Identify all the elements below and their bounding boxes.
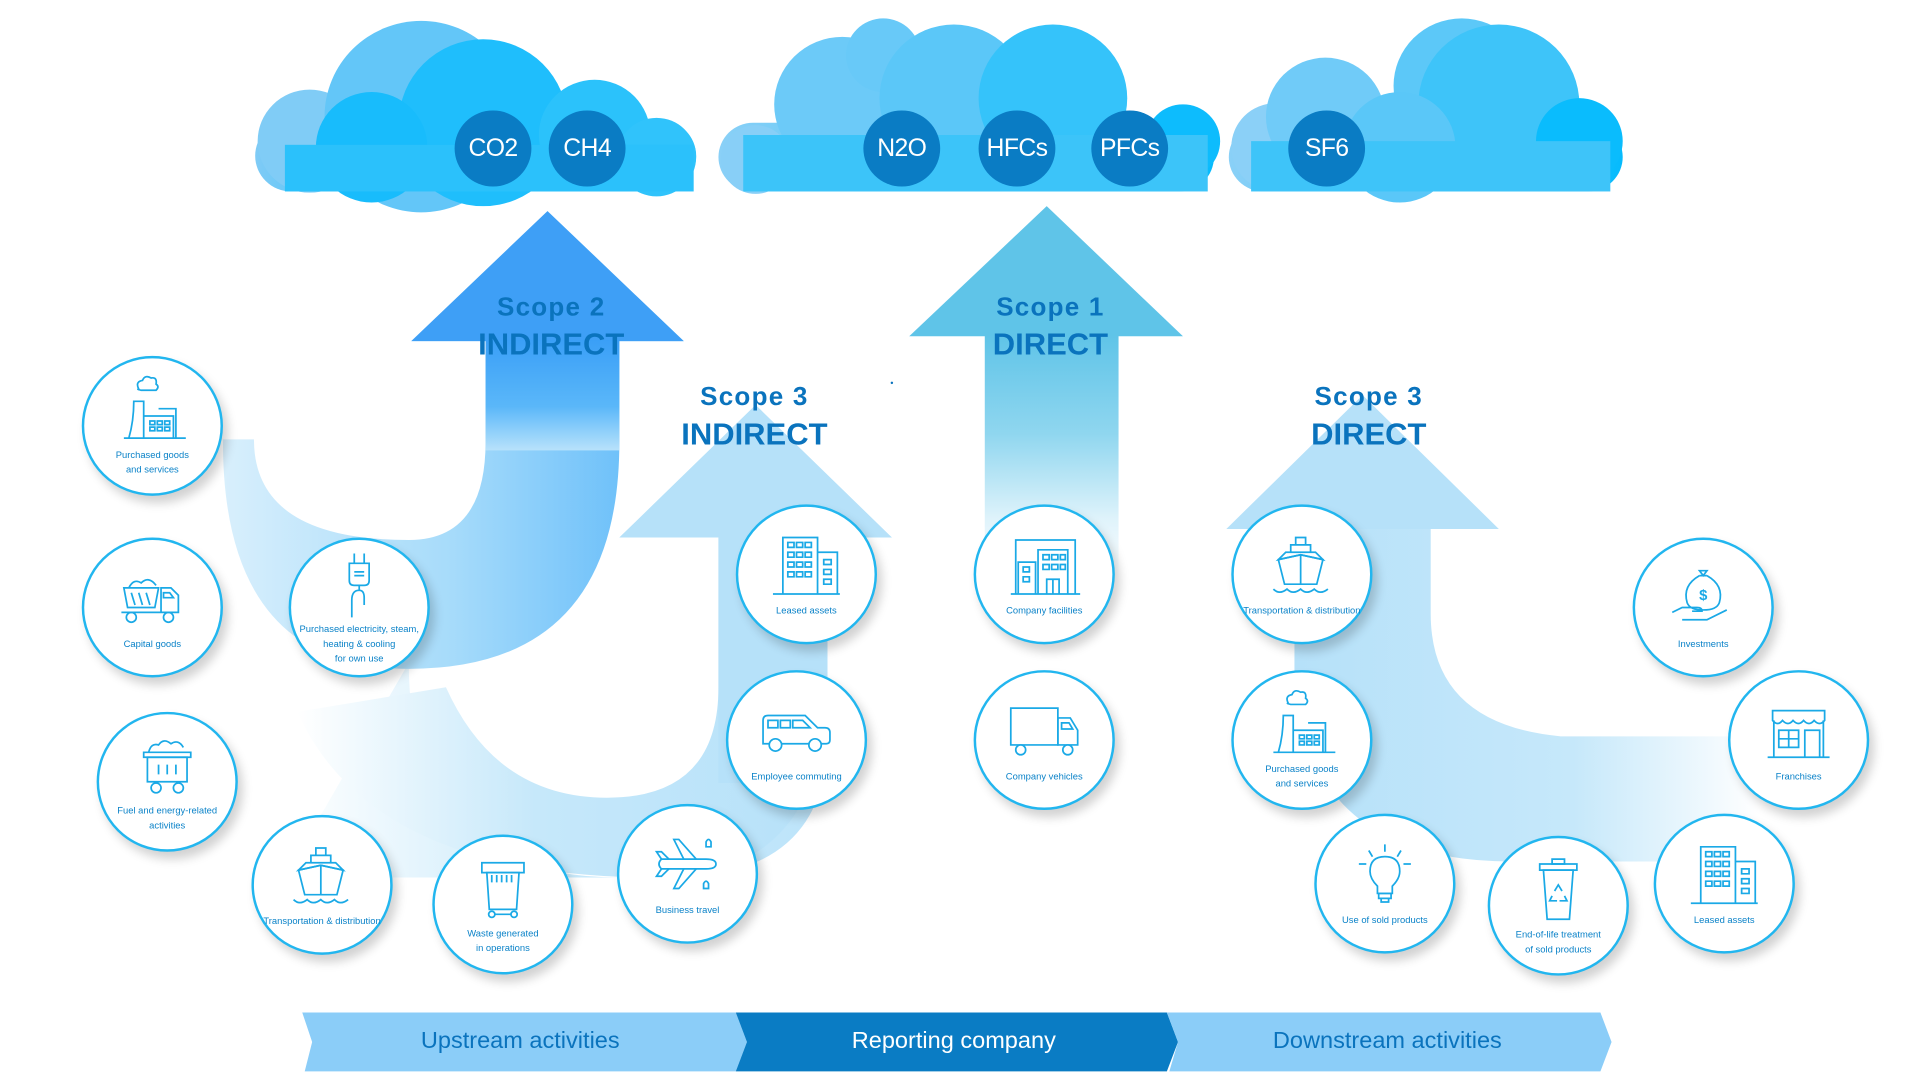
scope3-upstream-label: Scope 3 INDIRECT bbox=[681, 382, 828, 452]
value-chain-bands bbox=[302, 1012, 1612, 1072]
category-purchased-electricity[interactable]: Purchased electricity, steam, heating & … bbox=[288, 537, 430, 678]
category-purchased-goods-upstream[interactable]: Purchased goods and services bbox=[81, 355, 223, 496]
factory-icon bbox=[1273, 689, 1336, 754]
building-icon bbox=[772, 536, 840, 595]
truck-icon bbox=[1009, 707, 1079, 756]
scope3-downstream-label: Scope 3 DIRECT bbox=[1311, 382, 1427, 452]
ship-icon bbox=[1272, 536, 1329, 594]
gas-co2: CO2 bbox=[454, 110, 532, 187]
cloud-right bbox=[1228, 18, 1623, 203]
airplane-icon bbox=[654, 838, 717, 890]
category-business-travel[interactable]: Business travel bbox=[616, 803, 759, 944]
money-bag-icon: $ bbox=[1671, 569, 1728, 621]
stray-dot bbox=[890, 381, 894, 385]
band-downstream-activities: Downstream activities bbox=[1272, 1028, 1502, 1055]
dump-truck-icon bbox=[121, 578, 180, 624]
gas-ch4: CH4 bbox=[548, 110, 626, 187]
category-purchased-goods-downstream[interactable]: Purchased goods and services bbox=[1231, 670, 1373, 810]
factory-icon bbox=[123, 375, 186, 439]
office-building-icon bbox=[1010, 539, 1081, 595]
band-upstream-activities: Upstream activities bbox=[420, 1028, 620, 1055]
category-leased-assets-downstream[interactable]: Leased assets bbox=[1653, 813, 1795, 954]
category-end-of-life[interactable]: End-of-life treatment of sold products bbox=[1487, 835, 1629, 976]
category-transportation-downstream[interactable]: Transportation & distribution bbox=[1231, 504, 1373, 645]
category-leased-assets-upstream[interactable]: Leased assets bbox=[735, 504, 878, 645]
waste-bin-icon bbox=[480, 861, 525, 919]
building-icon bbox=[1690, 845, 1758, 905]
gas-hfcs: HFCs bbox=[978, 110, 1056, 187]
scope3-downstream-arrow bbox=[1226, 395, 1759, 862]
gas-pfcs: PFCs bbox=[1091, 110, 1169, 187]
ship-icon bbox=[292, 847, 349, 904]
gas-sf6: SF6 bbox=[1288, 110, 1366, 187]
category-investments[interactable]: $ Investments bbox=[1632, 537, 1774, 678]
category-capital-goods[interactable]: Capital goods bbox=[81, 537, 223, 678]
scope1-label: Scope 1 DIRECT bbox=[992, 293, 1109, 363]
category-waste[interactable]: Waste generated in operations bbox=[432, 834, 574, 975]
gas-n2o: N2O bbox=[863, 110, 941, 187]
category-fuel-energy[interactable]: Fuel and energy-related activities bbox=[96, 711, 238, 852]
storefront-icon bbox=[1767, 709, 1830, 759]
category-use-of-sold-products[interactable]: Use of sold products bbox=[1314, 813, 1456, 954]
category-company-facilities[interactable]: Company facilities bbox=[973, 504, 1115, 645]
car-icon bbox=[762, 714, 831, 752]
band-reporting-company: Reporting company bbox=[851, 1028, 1056, 1055]
coal-cart-icon bbox=[142, 740, 192, 794]
lightbulb-icon bbox=[1358, 844, 1411, 903]
category-franchises[interactable]: Franchises bbox=[1728, 670, 1870, 810]
plug-icon bbox=[348, 553, 371, 618]
category-company-vehicles[interactable]: Company vehicles bbox=[973, 670, 1115, 810]
svg-text:$: $ bbox=[1699, 588, 1708, 604]
scope2-label: Scope 2 INDIRECT bbox=[478, 293, 625, 363]
category-transportation-upstream[interactable]: Transportation & distribution bbox=[251, 814, 393, 955]
recycle-bin-icon bbox=[1538, 858, 1578, 921]
category-employee-commuting[interactable]: Employee commuting bbox=[725, 670, 868, 810]
